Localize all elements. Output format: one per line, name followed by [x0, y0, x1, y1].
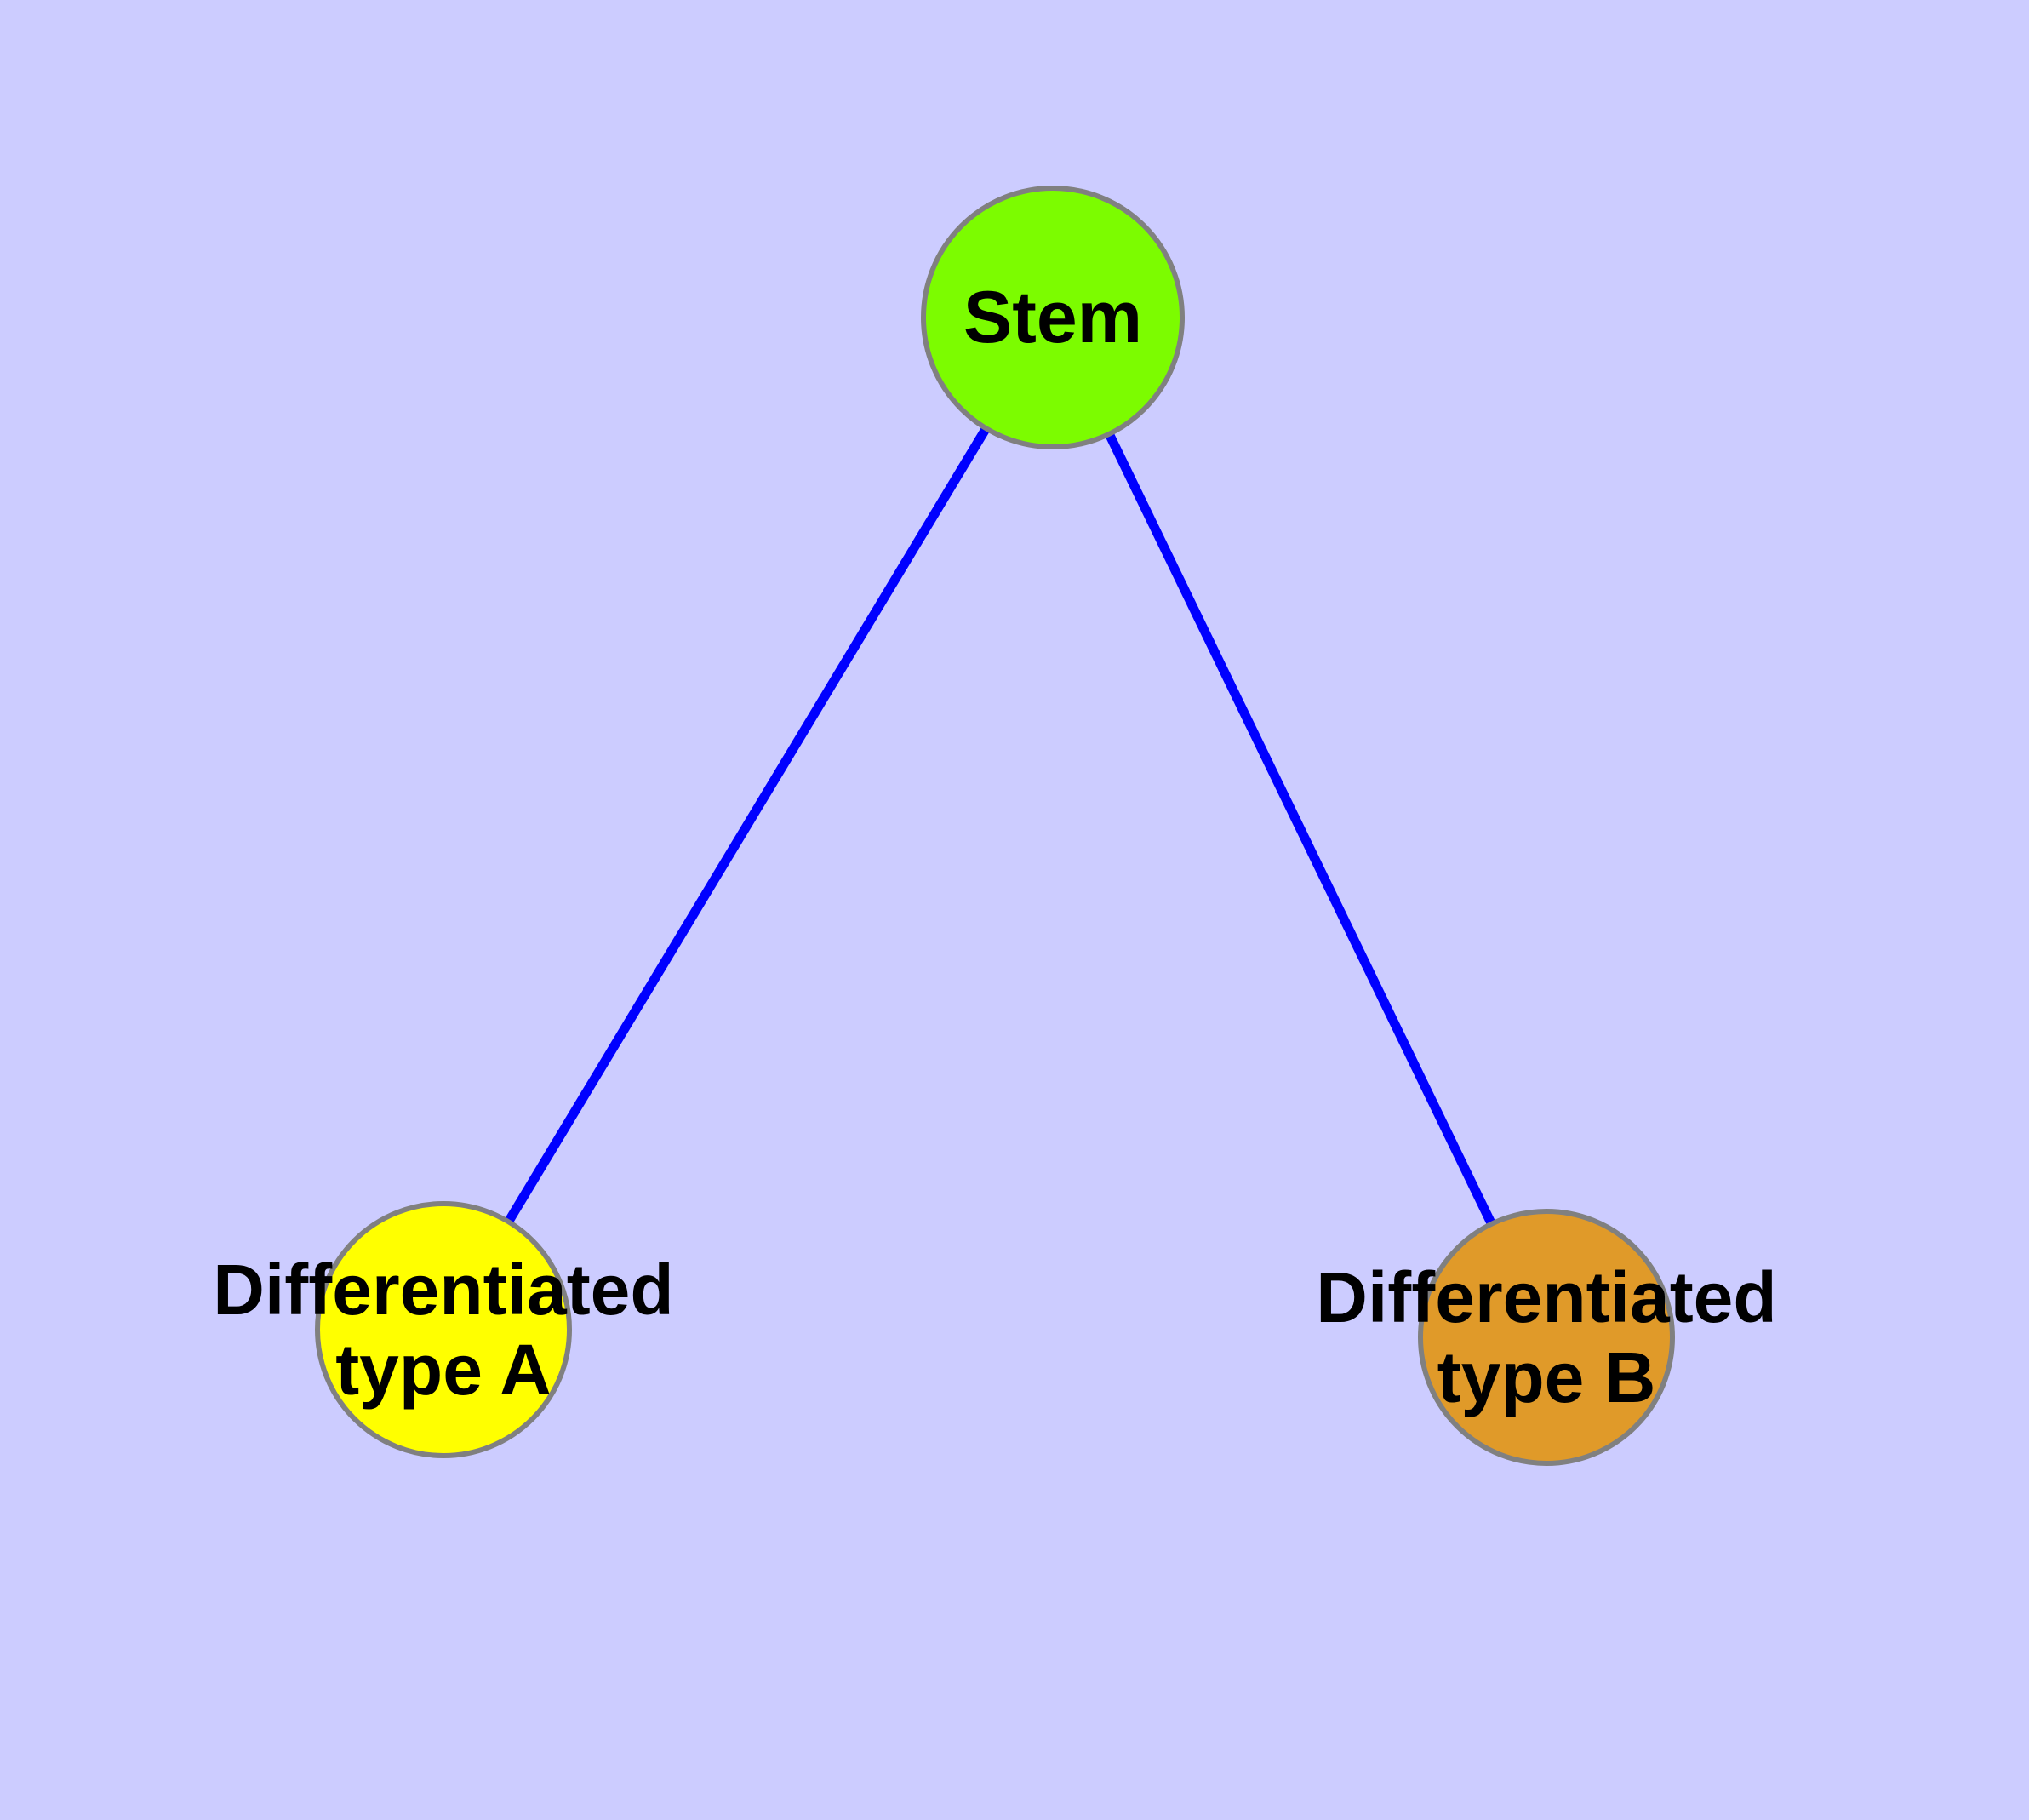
edge-layer — [439, 315, 1551, 1340]
node-differentiated-type-a-circle[interactable] — [315, 1201, 572, 1458]
edge-stem-to-diff-a[interactable] — [439, 315, 1057, 1332]
node-layer — [315, 186, 1675, 1466]
edge-stem-to-diff-b[interactable] — [1049, 315, 1551, 1340]
node-stem-circle[interactable] — [921, 186, 1185, 449]
node-differentiated-type-b-circle[interactable] — [1418, 1209, 1675, 1466]
